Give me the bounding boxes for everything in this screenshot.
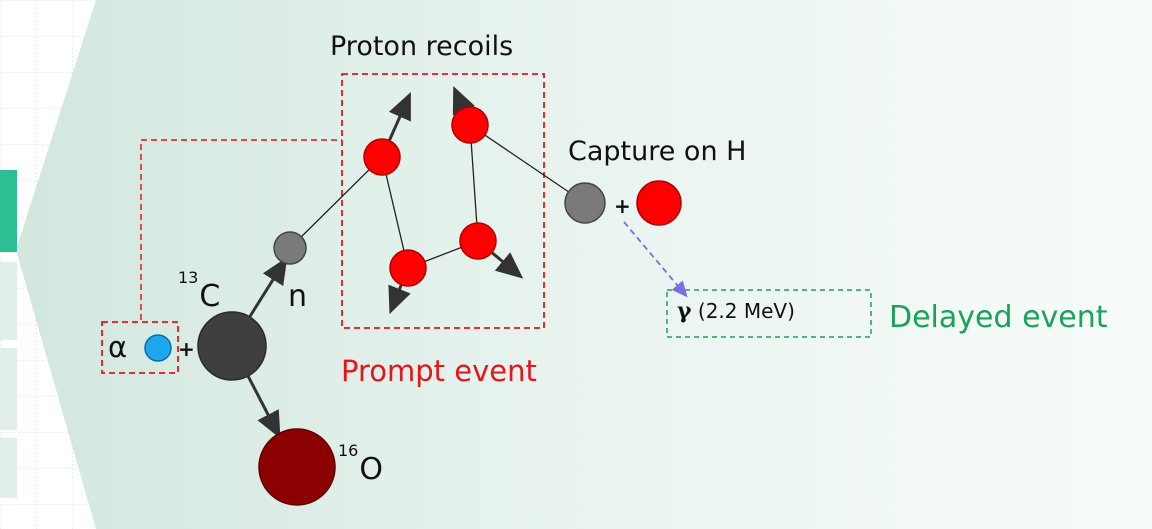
alpha-connector-line xyxy=(140,139,342,320)
carbon-nucleus xyxy=(197,311,267,381)
oxygen-label: 16O xyxy=(338,443,383,487)
plus-sign-alpha: + xyxy=(178,337,195,361)
carbon-mass: 13 xyxy=(178,268,199,287)
proton-recoils-label: Proton recoils xyxy=(330,31,514,62)
carbon-label: 13C xyxy=(178,270,221,314)
proton-recoil-4 xyxy=(389,249,427,287)
proton-recoil-1 xyxy=(363,138,401,176)
gamma-arrow xyxy=(623,221,688,298)
gamma-box xyxy=(666,289,872,338)
proton-recoil-2 xyxy=(451,106,489,144)
side-tab-4[interactable] xyxy=(0,438,17,498)
plus-sign-capture: + xyxy=(614,194,631,218)
neutron-label: n xyxy=(288,279,308,314)
delayed-event-label: Delayed event xyxy=(889,300,1108,335)
oxygen-nucleus xyxy=(258,428,336,506)
oxygen-symbol: O xyxy=(359,452,383,487)
alpha-box xyxy=(101,321,179,374)
captured-neutron xyxy=(564,182,606,224)
neutron-particle xyxy=(273,231,307,265)
side-tab-active[interactable] xyxy=(0,170,17,252)
oxygen-mass: 16 xyxy=(338,441,359,460)
prompt-event-box xyxy=(341,73,545,329)
prompt-event-label: Prompt event xyxy=(341,354,537,388)
background-band xyxy=(16,0,1152,529)
alpha-particle xyxy=(144,334,172,362)
side-tab-2[interactable] xyxy=(0,262,17,340)
alpha-label: α xyxy=(108,330,128,364)
gamma-label: γ (2.2 MeV) xyxy=(677,300,795,322)
hydrogen-proton xyxy=(636,180,682,226)
carbon-symbol: C xyxy=(199,279,221,314)
gamma-symbol: γ xyxy=(677,298,692,324)
capture-label: Capture on H xyxy=(568,136,747,167)
side-tab-3[interactable] xyxy=(0,348,17,430)
proton-recoil-3 xyxy=(459,222,497,260)
gamma-energy: (2.2 MeV) xyxy=(697,299,795,323)
